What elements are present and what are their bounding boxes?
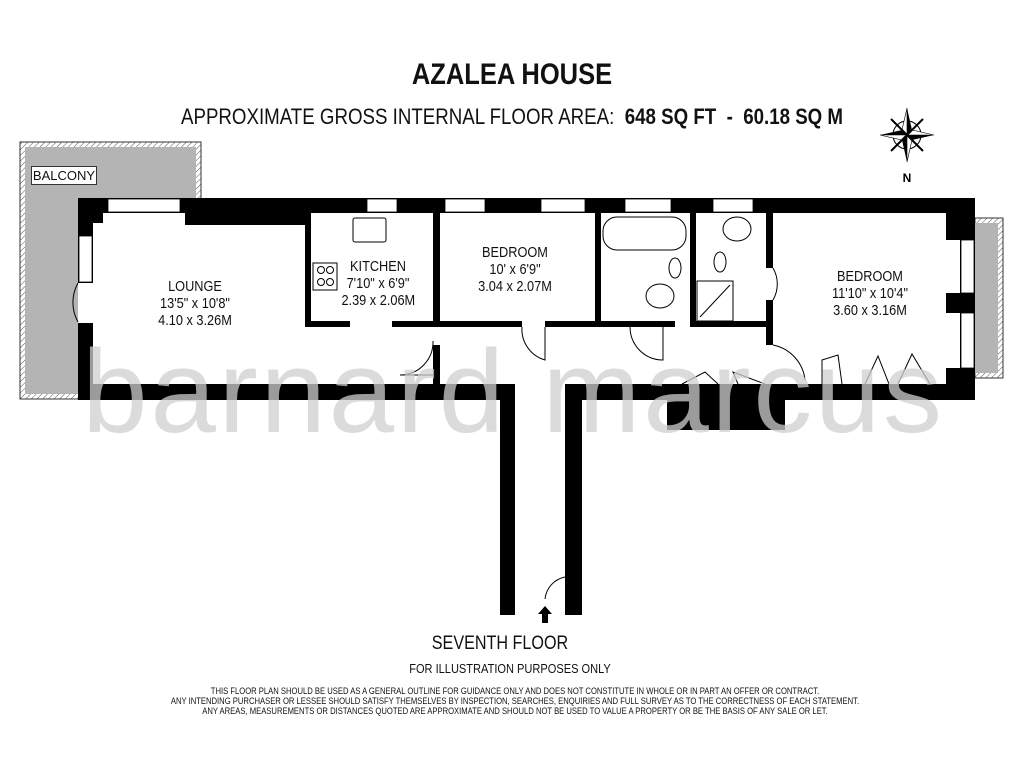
- floor-area: APPROXIMATE GROSS INTERNAL FLOOR AREA: 6…: [77, 104, 947, 130]
- doors: [72, 267, 931, 600]
- disclaimer-line: ANY INTENDING PURCHASER OR LESSEE SHOULD…: [170, 696, 860, 706]
- disclaimer-line: THIS FLOOR PLAN SHOULD BE USED AS A GENE…: [210, 686, 820, 696]
- room-kitchen: KITCHEN 7'10" x 6'9" 2.39 x 2.06M: [341, 258, 416, 309]
- toilet-icon: [645, 283, 675, 309]
- balcony-right: [974, 217, 1004, 379]
- room-name: LOUNGE: [168, 278, 222, 295]
- room-name: KITCHEN: [350, 258, 406, 275]
- hob-icon: [312, 262, 338, 291]
- room-metric: 3.04 x 2.07M: [478, 278, 552, 295]
- room-imperial: 7'10" x 6'9": [346, 275, 410, 292]
- room-metric: 4.10 x 3.26M: [158, 312, 232, 329]
- compass-rose-icon: [879, 107, 935, 163]
- basin-icon: [668, 257, 682, 279]
- room-imperial: 13'5" x 10'8": [160, 295, 230, 312]
- area-sqft: 648 SQ FT: [624, 104, 717, 129]
- room-name: BEDROOM: [482, 244, 548, 261]
- area-label: APPROXIMATE GROSS INTERNAL FLOOR AREA:: [181, 104, 615, 129]
- room-metric: 3.60 x 3.16M: [833, 302, 907, 319]
- entrance-arrow-icon: [538, 606, 552, 623]
- watermark-logo: barnard marcus: [82, 326, 942, 458]
- room-imperial: 10' x 6'9": [489, 261, 541, 278]
- room-imperial: 11'10" x 10'4": [831, 285, 909, 302]
- sink-icon: [352, 217, 387, 243]
- floor-label: SEVENTH FLOOR: [431, 633, 569, 654]
- room-bedroom-2: BEDROOM 11'10" x 10'4" 3.60 x 3.16M: [819, 268, 921, 319]
- room-name: BEDROOM: [837, 268, 903, 285]
- room-lounge: LOUNGE 13'5" x 10'8" 4.10 x 3.26M: [140, 278, 251, 329]
- plan-title: AZALEA HOUSE: [411, 58, 613, 91]
- bath-icon: [602, 216, 687, 251]
- fixtures: [312, 216, 752, 322]
- area-separator: -: [726, 104, 733, 129]
- room-metric: 2.39 x 2.06M: [341, 292, 416, 309]
- room-bedroom-1: BEDROOM 10' x 6'9" 3.04 x 2.07M: [468, 244, 562, 295]
- compass-label: N: [903, 171, 912, 185]
- illustration-note: FOR ILLUSTRATION PURPOSES ONLY: [409, 661, 611, 676]
- balcony-label: BALCONY: [31, 166, 97, 185]
- windows: [78, 198, 975, 369]
- disclaimer-line: ANY AREAS, MEASUREMENTS OR DISTANCES QUO…: [202, 706, 828, 716]
- basin-icon: [713, 251, 727, 273]
- area-sqm: 60.18 SQ M: [743, 104, 843, 129]
- toilet-icon: [722, 216, 752, 242]
